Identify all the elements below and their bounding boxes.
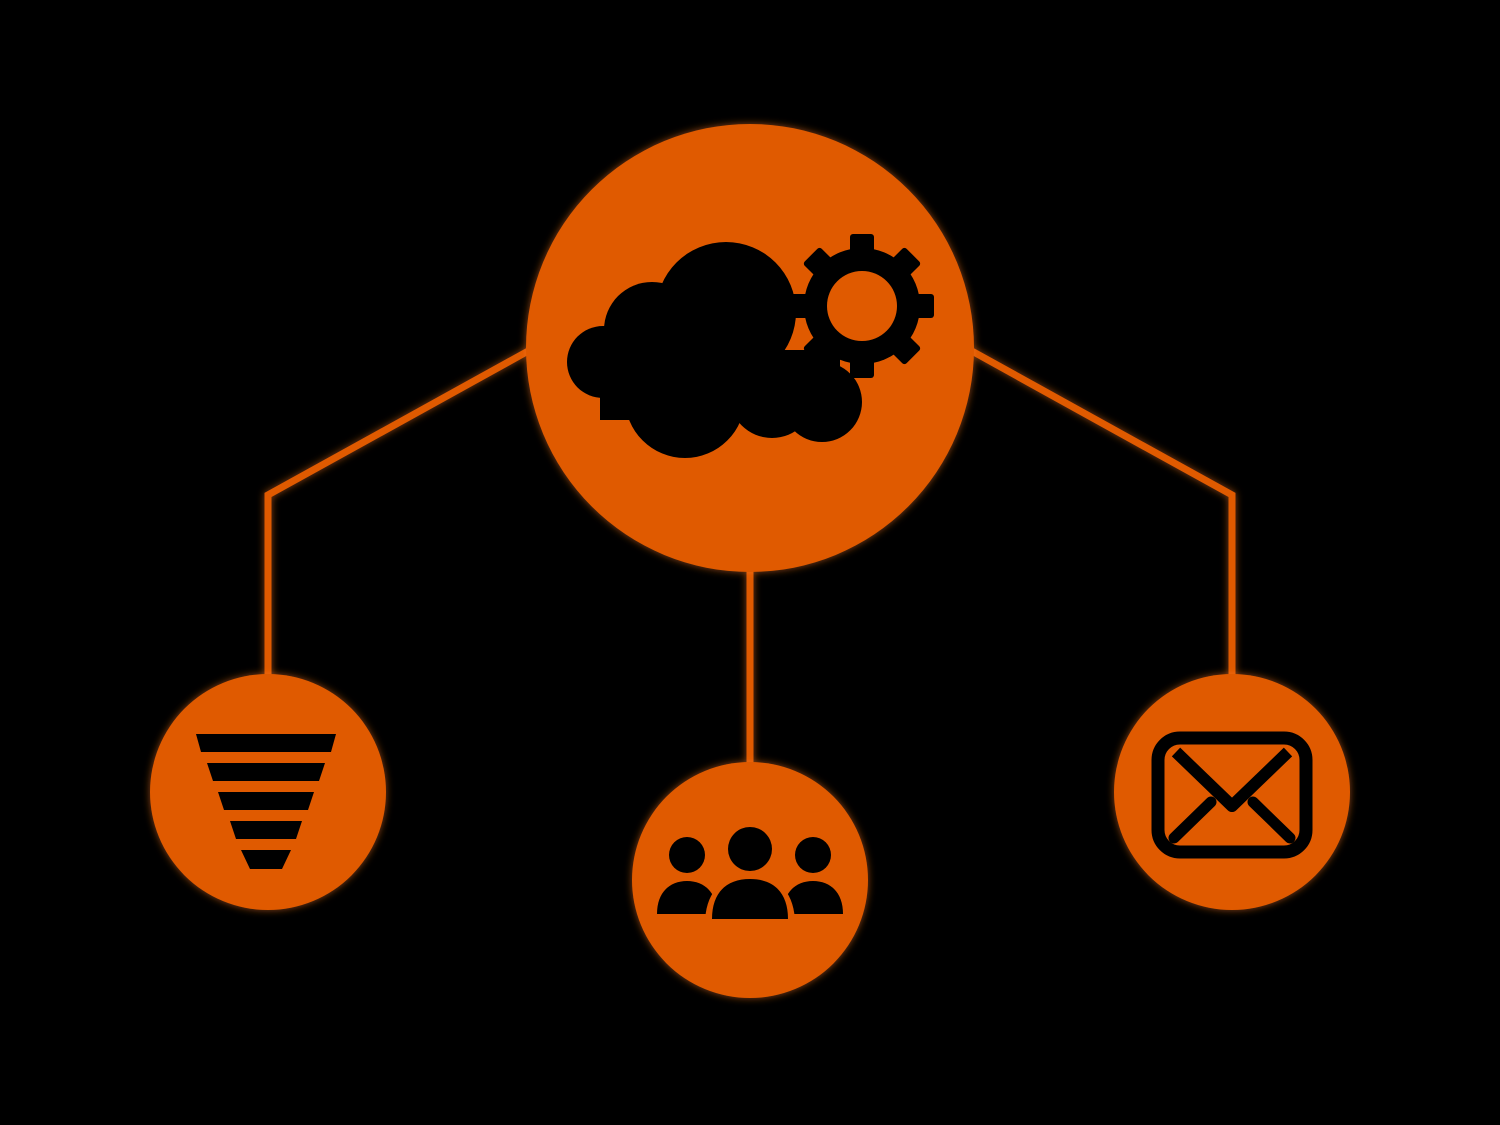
group-icon (657, 822, 843, 924)
funnel-node (150, 674, 386, 910)
gear-icon (790, 234, 934, 378)
email-circle (1114, 674, 1350, 910)
cloud-icon (567, 242, 862, 458)
funnel-icon (196, 734, 336, 869)
team-node (632, 762, 868, 998)
cloud-gear-icon (567, 234, 934, 458)
email-node (1114, 674, 1350, 910)
connector-hub-email (968, 346, 1236, 680)
connectors (264, 346, 1236, 765)
hub-node (526, 124, 974, 572)
envelope-icon (1151, 731, 1313, 859)
connector-hub-funnel (264, 346, 532, 680)
